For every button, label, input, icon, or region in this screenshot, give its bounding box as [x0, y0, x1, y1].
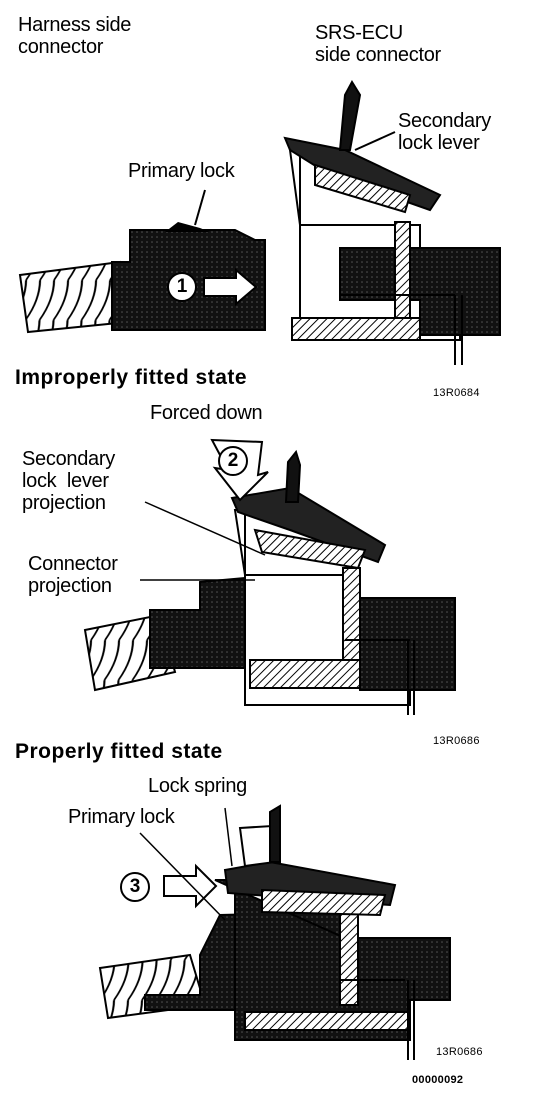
- secondary-lock-lever-label: Secondary lock lever: [398, 110, 491, 154]
- panel1-figure-code: 13R0684: [433, 387, 480, 399]
- primary-lock-label-3: Primary lock: [68, 806, 175, 828]
- lock-spring-label: Lock spring: [148, 775, 247, 797]
- document-figure-code: 00000092: [412, 1074, 464, 1086]
- panel3-push-arrow: [163, 863, 218, 909]
- panel3-drawing: [98, 804, 451, 1060]
- panel1-insert-arrow: [203, 267, 258, 307]
- panel2-drawing: [83, 438, 456, 715]
- primary-lock-label: Primary lock: [128, 160, 235, 182]
- step-2-badge: 2: [218, 446, 248, 476]
- connector-projection-label: Connector projection: [28, 553, 118, 597]
- harness-side-connector-label: Harness side connector: [18, 14, 132, 58]
- step-1-badge: 1: [167, 272, 197, 302]
- panel1-drawing: [18, 79, 501, 365]
- panel3-ecu-connector: [214, 879, 451, 1041]
- srs-ecu-connector-label: SRS-ECU side connector: [315, 22, 441, 66]
- improperly-fitted-title: Improperly fitted state: [15, 366, 248, 389]
- forced-down-label: Forced down: [150, 402, 263, 424]
- properly-fitted-title: Properly fitted state: [15, 740, 223, 763]
- secondary-lock-lever-projection-label: Secondary lock lever projection: [22, 448, 115, 514]
- panel3-figure-code: 13R0686: [436, 1046, 483, 1058]
- panel2-figure-code: 13R0686: [433, 735, 480, 747]
- step-3-badge: 3: [120, 872, 150, 902]
